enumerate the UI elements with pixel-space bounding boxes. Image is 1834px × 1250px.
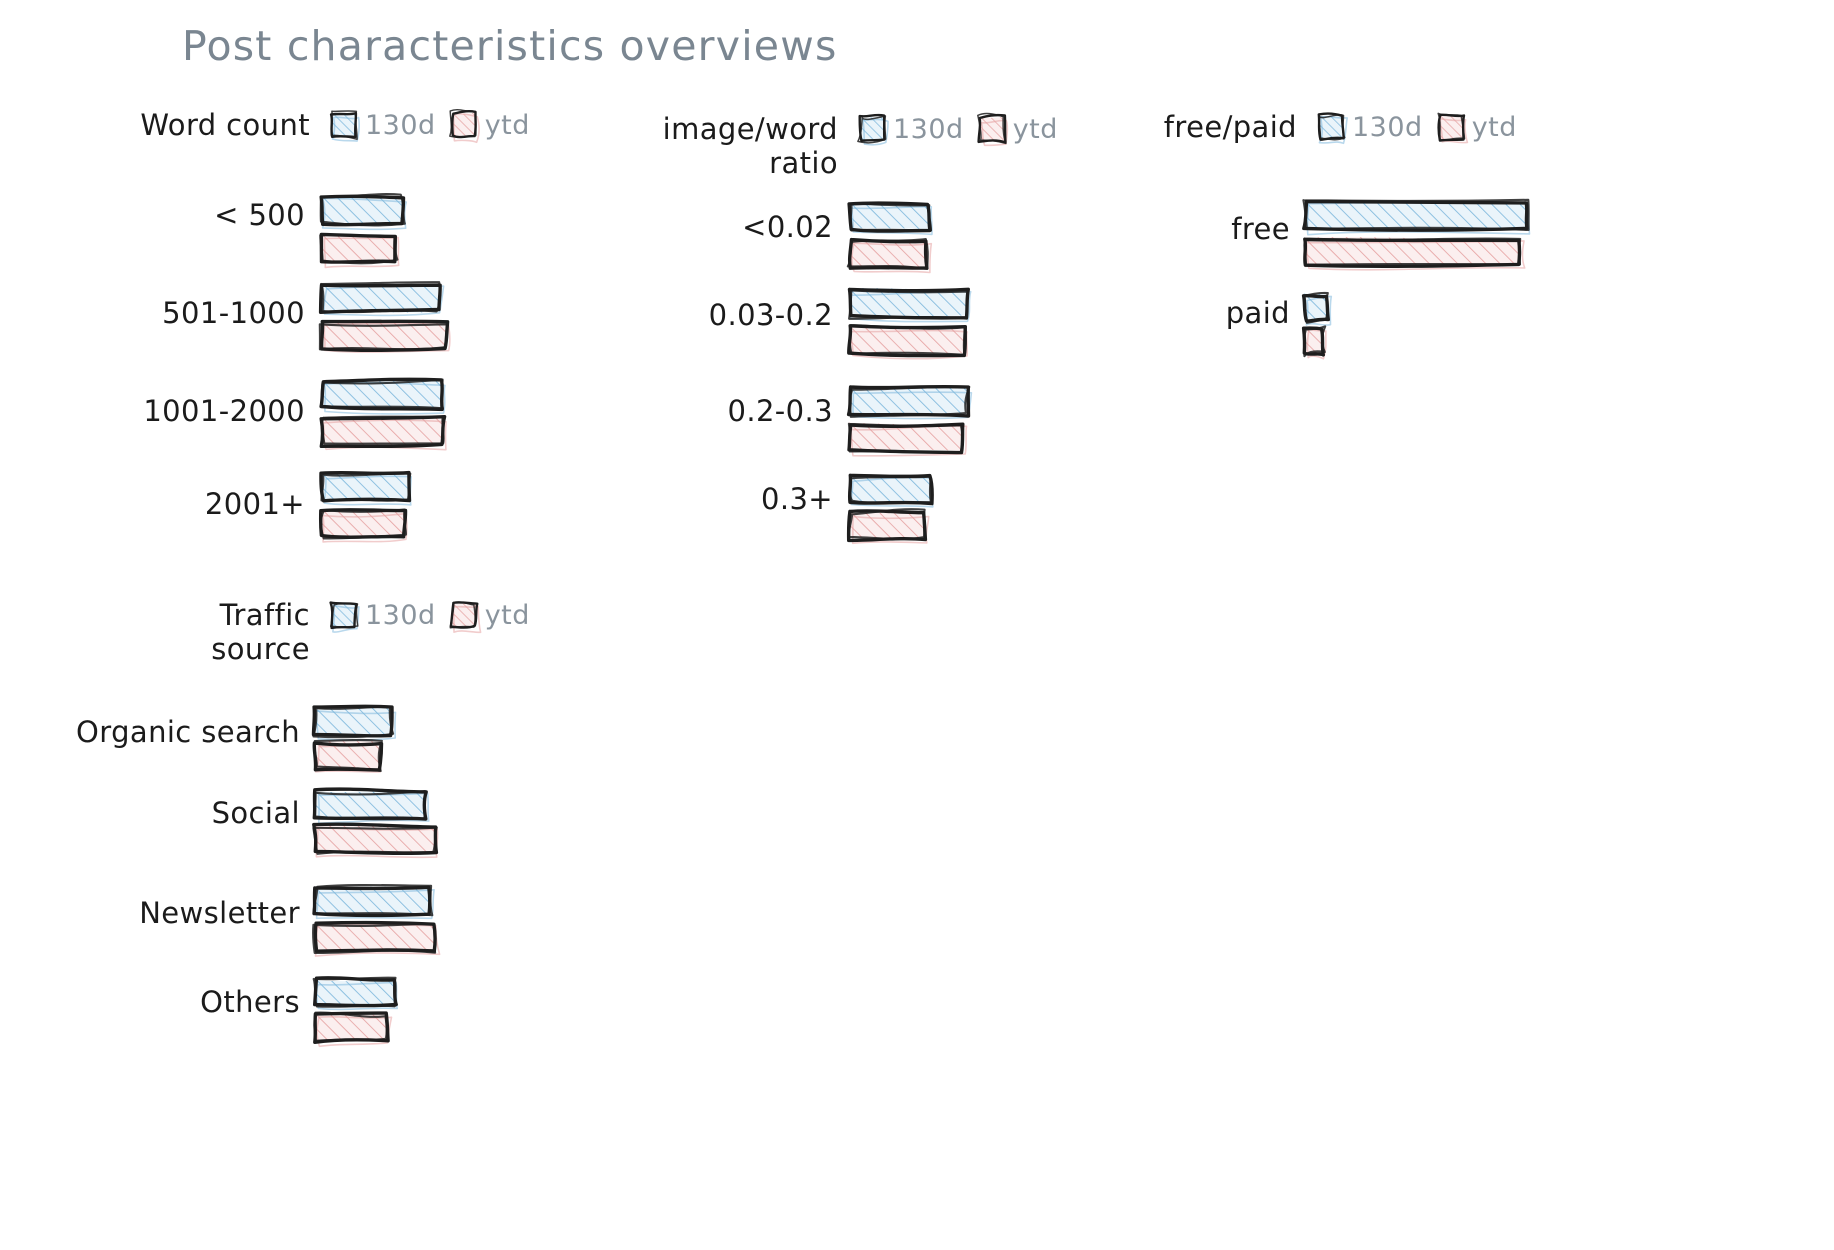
bar-word-count-3-130d[interactable] [319, 470, 415, 508]
bar-word-count-0-130d[interactable] [319, 193, 410, 231]
chart-title-word-count: Word count [140, 108, 310, 142]
bar-traffic-source-1-130d[interactable] [312, 787, 432, 825]
legend-item-ytd[interactable]: ytd [1437, 112, 1517, 143]
legend-item-130d[interactable]: 130d [329, 600, 436, 633]
category-label-word-count-2: 1001-2000 [143, 394, 305, 428]
bar-word-count-2-130d[interactable] [319, 377, 449, 415]
category-label-word-count-1: 501-1000 [162, 296, 305, 330]
bar-traffic-source-0-130d[interactable] [311, 704, 398, 742]
blue-hatched-square-icon [857, 113, 889, 146]
red-hatched-square-icon [448, 108, 480, 143]
bar-image-word-ratio-3-130d[interactable] [847, 473, 938, 510]
bar-image-word-ratio-0-130d[interactable] [847, 201, 936, 237]
legend-item-ytd[interactable]: ytd [976, 112, 1058, 146]
category-label-free-paid-1: paid [1225, 296, 1290, 330]
legend-free-paid: 130d ytd [1317, 110, 1517, 144]
category-label-free-paid-0: free [1231, 212, 1290, 246]
bar-traffic-source-3-ytd[interactable] [313, 1011, 394, 1048]
legend-item-ytd[interactable]: ytd [448, 108, 530, 143]
bar-word-count-1-130d[interactable] [318, 281, 446, 318]
bar-traffic-source-2-ytd[interactable] [312, 920, 442, 958]
bar-image-word-ratio-2-130d[interactable] [846, 384, 974, 422]
bar-word-count-1-ytd[interactable] [318, 319, 453, 356]
red-hatched-square-icon [449, 600, 482, 633]
chart-title-free-paid: free/paid [1163, 110, 1297, 144]
legend-word-count: 130d ytd [329, 108, 530, 143]
bar-image-word-ratio-3-ytd[interactable] [846, 508, 931, 546]
bar-traffic-source-3-130d[interactable] [312, 976, 402, 1013]
category-label-image-word-ratio-1: 0.03-0.2 [708, 298, 833, 332]
bar-traffic-source-0-ytd[interactable] [312, 738, 387, 776]
page-title: Post characteristics overviews [182, 22, 838, 70]
category-label-traffic-source-1: Social [211, 796, 300, 830]
bar-free-paid-1-130d[interactable] [1301, 291, 1334, 328]
bar-image-word-ratio-2-ytd[interactable] [847, 422, 970, 458]
bar-image-word-ratio-1-130d[interactable] [847, 287, 974, 324]
bar-image-word-ratio-1-ytd[interactable] [847, 323, 972, 361]
bar-free-paid-0-ytd[interactable] [1303, 236, 1527, 273]
blue-hatched-square-icon [329, 109, 361, 142]
chart-title-traffic-source: Traffic source [211, 598, 310, 667]
bar-free-paid-0-130d[interactable] [1302, 198, 1534, 236]
category-label-traffic-source-3: Others [200, 985, 300, 1019]
category-label-word-count-0: < 500 [214, 198, 305, 232]
legend-item-130d[interactable]: 130d [1317, 111, 1423, 144]
red-hatched-square-icon [1437, 112, 1468, 143]
category-label-image-word-ratio-2: 0.2-0.3 [727, 394, 833, 428]
bar-free-paid-1-ytd[interactable] [1301, 325, 1330, 361]
category-label-traffic-source-2: Newsletter [139, 896, 300, 930]
category-label-word-count-3: 2001+ [204, 487, 305, 521]
blue-hatched-square-icon [1317, 111, 1348, 144]
bar-word-count-3-ytd[interactable] [318, 508, 412, 544]
blue-hatched-square-icon [329, 600, 360, 633]
red-hatched-square-icon [976, 112, 1008, 146]
bar-word-count-2-ytd[interactable] [319, 415, 450, 452]
bar-traffic-source-2-130d[interactable] [312, 883, 437, 922]
legend-item-130d[interactable]: 130d [857, 113, 964, 146]
bar-image-word-ratio-0-ytd[interactable] [846, 237, 934, 275]
category-label-image-word-ratio-3: 0.3+ [760, 482, 833, 516]
legend-item-130d[interactable]: 130d [329, 109, 436, 142]
bar-word-count-0-ytd[interactable] [319, 232, 402, 269]
category-label-traffic-source-0: Organic search [76, 715, 300, 749]
bar-traffic-source-1-ytd[interactable] [312, 822, 442, 860]
category-label-image-word-ratio-0: <0.02 [742, 210, 833, 244]
legend-image-word-ratio: 130d ytd [857, 112, 1058, 146]
legend-traffic-source: 130d ytd [329, 598, 530, 633]
chart-title-image-word-ratio: image/word ratio [662, 112, 838, 181]
legend-item-ytd[interactable]: ytd [449, 600, 530, 633]
